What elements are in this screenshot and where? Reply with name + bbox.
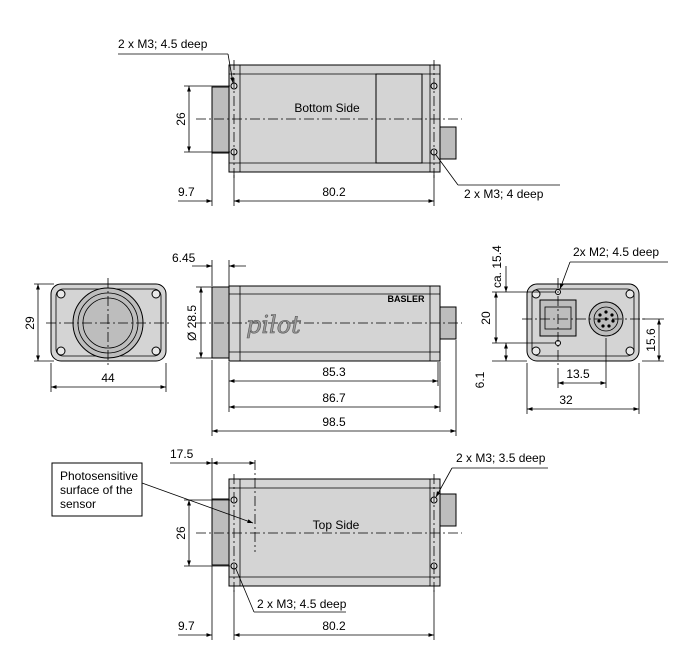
rear-dim-156: 15.6	[644, 328, 658, 352]
top-dim-height: 26	[174, 526, 188, 540]
bottom-dim-length: 80.2	[322, 185, 346, 199]
side-dim-85: 85.3	[322, 365, 346, 379]
rear-dim-ca: ca. 15.4	[490, 245, 504, 288]
front-mount-hole	[56, 346, 66, 356]
top-callout-bottom: 2 x M3; 4.5 deep	[257, 597, 347, 611]
basler-logo: BASLER	[387, 294, 425, 304]
pilot-brand-text: pilot	[246, 311, 301, 339]
bottom-side-title: Bottom Side	[294, 101, 360, 115]
front-mount-hole	[56, 289, 66, 299]
front-dim-height: 29	[23, 316, 37, 330]
side-lens-mount	[211, 286, 231, 359]
sensor-note-line-2: surface of the	[60, 483, 133, 497]
rear-mount-hole	[531, 289, 541, 299]
sensor-note-line-1: Photosensitive	[60, 469, 138, 483]
bottom-callout-top: 2 x M3; 4.5 deep	[118, 37, 208, 51]
side-dim-diameter: Ø 28.5	[185, 305, 199, 341]
bottom-label-plate	[375, 73, 423, 164]
top-side-title: Top Side	[313, 518, 360, 532]
top-dim-length: 80.2	[322, 619, 346, 633]
bottom-lens-mount	[211, 86, 231, 154]
rear-callout: 2x M2; 4.5 deep	[573, 245, 659, 259]
side-dim-flange: 6.45	[172, 251, 196, 265]
bottom-connector	[439, 126, 457, 160]
bottom-side-view: Bottom Side 2 x M3; 4.5 deep 2 x M3; 4 d…	[118, 37, 560, 206]
top-connector	[439, 493, 457, 527]
rear-mount-hole	[625, 346, 635, 356]
sensor-note-line-3: sensor	[60, 497, 96, 511]
rear-dim-20: 20	[479, 311, 493, 325]
front-mount-hole	[151, 346, 161, 356]
side-dim-98: 98.5	[322, 415, 346, 429]
front-dim-width: 44	[101, 371, 115, 385]
front-view: 29 44	[23, 278, 172, 392]
rear-mount-hole	[625, 289, 635, 299]
rear-view: 2x M2; 4.5 deep ca. 15.4 20 6.1 15.6 13.…	[473, 245, 668, 414]
side-dim-86: 86.7	[322, 391, 346, 405]
bottom-dim-height: 26	[174, 112, 188, 126]
bottom-callout-bottom: 2 x M3; 4 deep	[464, 187, 544, 201]
bottom-dim-left: 9.7	[178, 185, 195, 199]
rear-dim-61: 6.1	[473, 371, 487, 388]
rear-io-pins	[597, 310, 615, 328]
rear-dim-135: 13.5	[566, 367, 590, 381]
front-mount-hole	[151, 289, 161, 299]
side-view: pilot BASLER 6.45 Ø 28.5 85.3 86.7 98.5	[172, 251, 462, 436]
top-dim-sensor: 17.5	[170, 447, 194, 461]
rear-dim-32: 32	[559, 393, 573, 407]
rear-mount-hole	[531, 346, 541, 356]
top-callout-top: 2 x M3; 3.5 deep	[456, 451, 546, 465]
sensor-note-box	[51, 462, 143, 517]
side-housing	[228, 285, 441, 362]
top-dim-left: 9.7	[178, 619, 195, 633]
top-housing	[228, 478, 441, 587]
top-side-view: Top Side Photosensitive surface of the s…	[51, 447, 548, 640]
